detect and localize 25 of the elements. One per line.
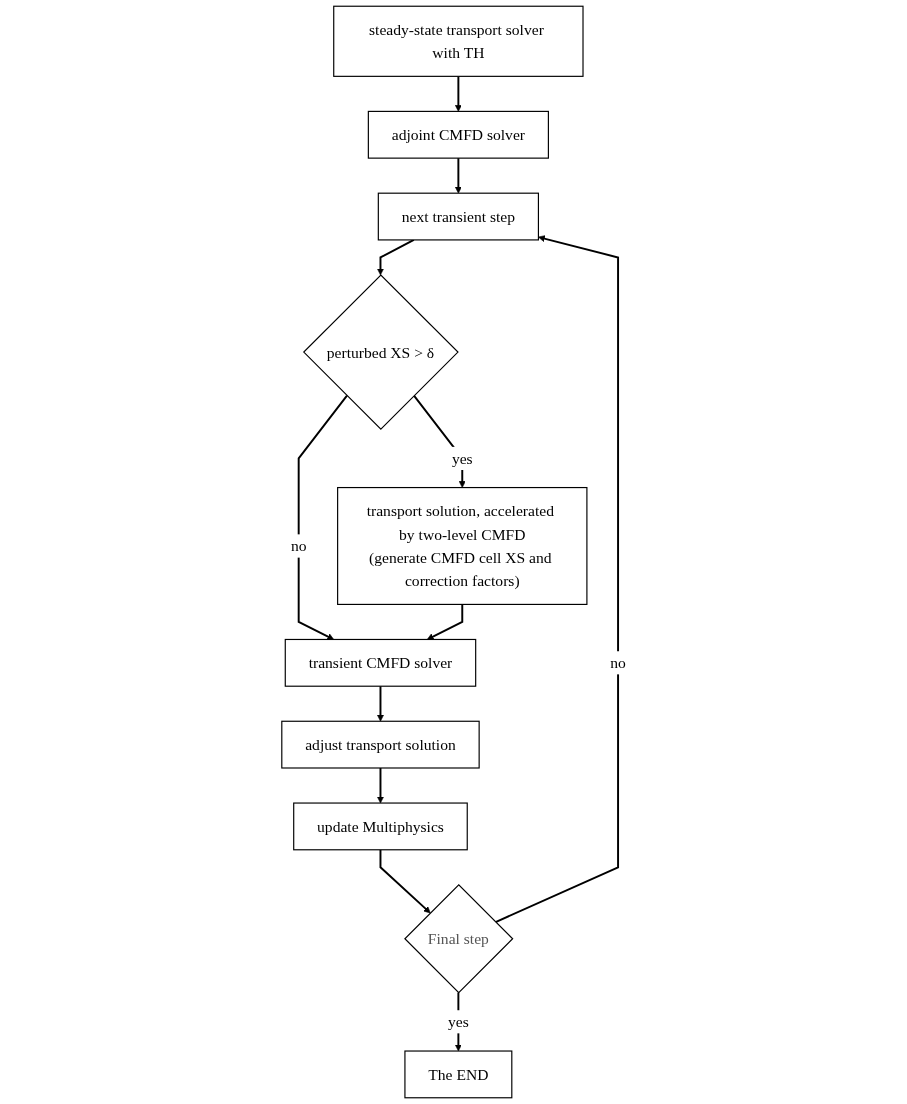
edge-label: yes (447, 1013, 469, 1031)
arrow (426, 603, 463, 640)
arrow (494, 235, 619, 924)
arrow (297, 394, 348, 640)
arrow (376, 238, 415, 276)
node-box: adjoint CMFD solver (367, 110, 549, 159)
node-box: The END (404, 1050, 513, 1099)
arrow (454, 991, 462, 1052)
arrow (379, 848, 431, 914)
node-box: steady-state transport solver with TH (332, 5, 584, 77)
arrow (376, 685, 384, 722)
arrow (454, 75, 462, 112)
node-box: adjust transport solution (280, 720, 480, 769)
edge-label: no (290, 537, 307, 555)
node-box: transport solution, accelerated by two-level CMFD (generate CMFD cell XS and correction factors) (336, 486, 588, 605)
edge-label: yes (451, 449, 473, 467)
node-box: transient CMFD solver (284, 638, 476, 687)
node-box: next transient step (377, 192, 539, 241)
node-box: update Multiphysics (292, 802, 468, 851)
arrow (412, 394, 466, 488)
arrow (376, 767, 384, 804)
node-diamond: perturbed XS > δ (302, 274, 459, 430)
edge-label: no (609, 654, 626, 672)
arrow (454, 157, 462, 194)
node-diamond: Final step (403, 884, 514, 994)
